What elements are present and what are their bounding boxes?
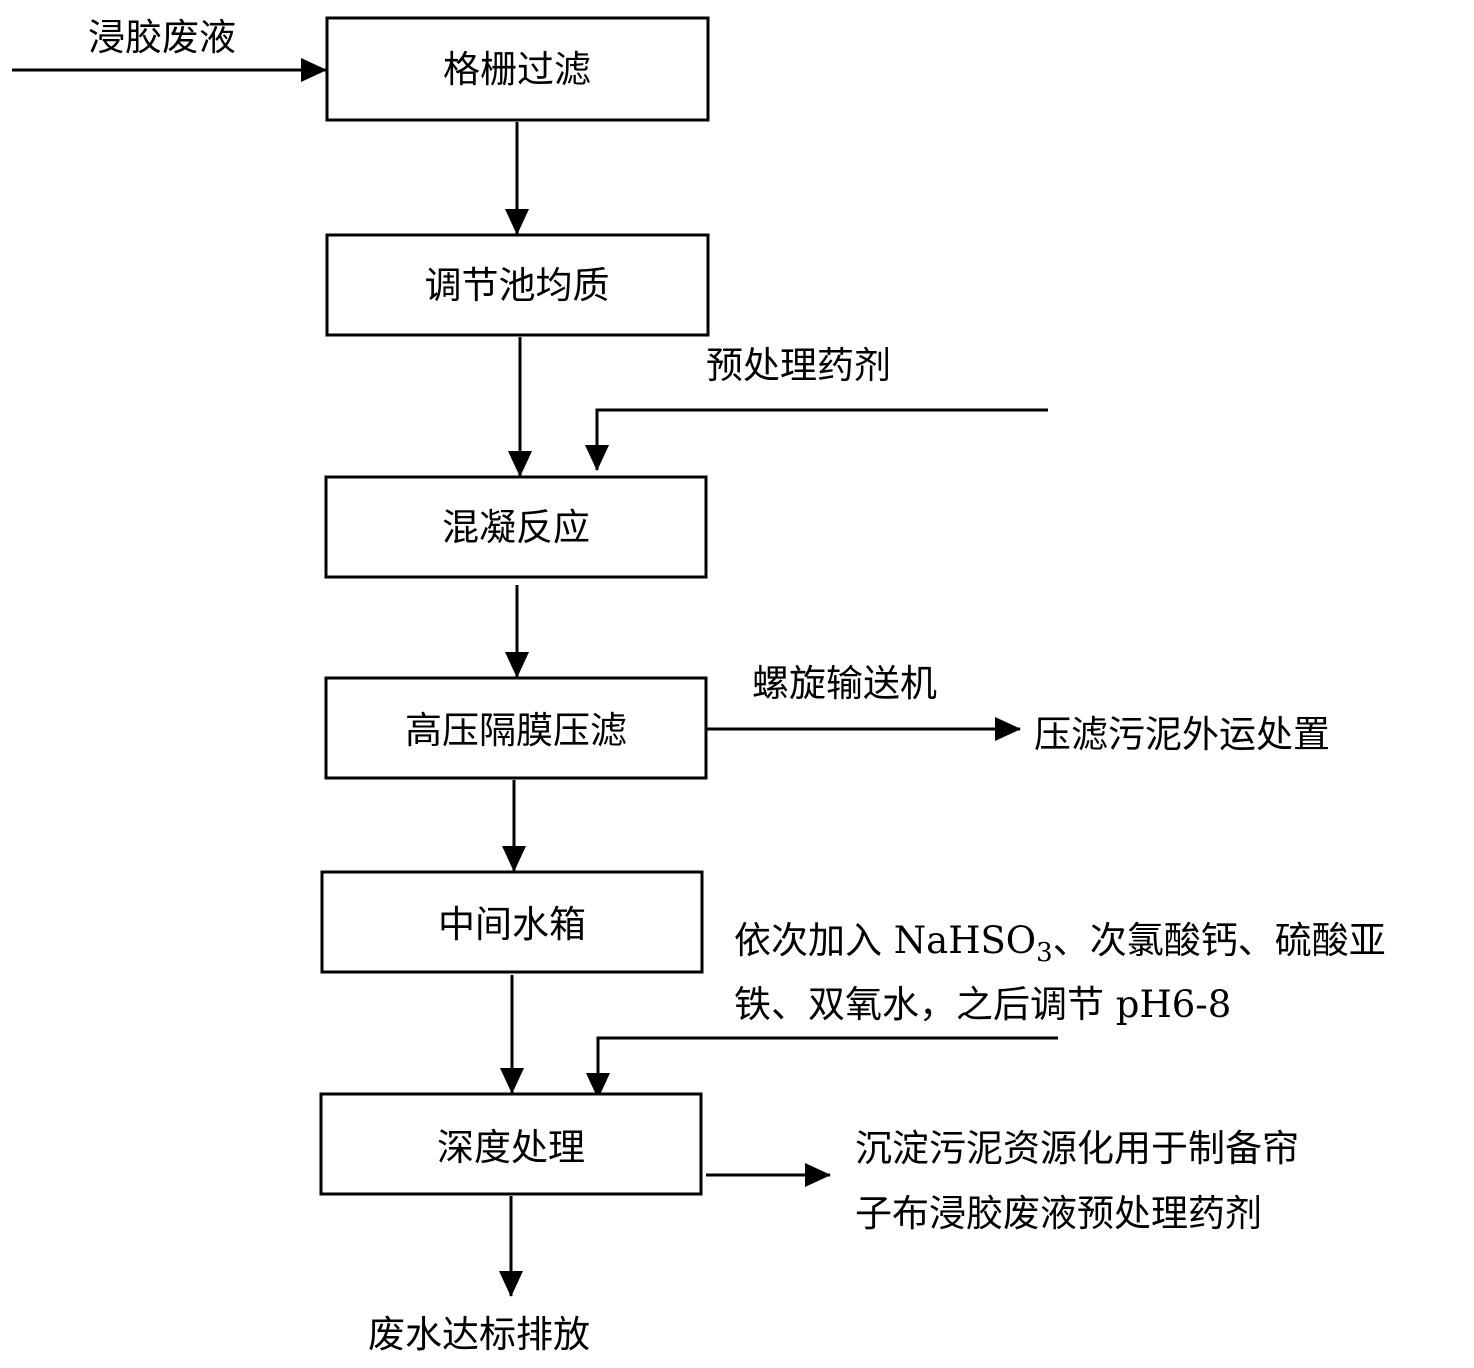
step-box-equalization-tank: 调节池均质 xyxy=(325,233,710,337)
advanced-reagents-line2: 铁、双氧水，之后调节 pH6-8 xyxy=(734,983,1231,1026)
sludge-reuse-line1: 沉淀污泥资源化用于制备帘 xyxy=(855,1127,1299,1170)
step-label: 混凝反应 xyxy=(442,506,590,549)
conveyor-label: 螺旋输送机 xyxy=(752,662,937,705)
discharge-label: 废水达标排放 xyxy=(368,1313,590,1356)
reagents-prefix: 依次加入 NaHSO xyxy=(734,919,1036,962)
advanced-reagents-line1: 依次加入 NaHSO3、次氯酸钙、硫酸亚 xyxy=(734,919,1386,968)
step-label: 中间水箱 xyxy=(438,903,586,946)
step-box-membrane-filter-press: 高压隔膜压滤 xyxy=(324,676,708,780)
advanced-reagents-arrow xyxy=(586,1036,1058,1099)
pretreatment-agent-label: 预处理药剂 xyxy=(706,344,891,387)
step-box-grille-filtration: 格栅过滤 xyxy=(325,16,710,122)
sludge-reuse-line2: 子布浸胶废液预处理药剂 xyxy=(855,1192,1262,1235)
step-label: 高压隔膜压滤 xyxy=(405,709,627,752)
step-label: 深度处理 xyxy=(437,1126,585,1169)
sludge-out-label: 压滤污泥外运处置 xyxy=(1034,713,1330,756)
step-box-advanced-treatment: 深度处理 xyxy=(319,1092,703,1196)
step-box-coagulation: 混凝反应 xyxy=(324,475,708,579)
step-label: 格栅过滤 xyxy=(443,48,591,91)
step-box-intermediate-tank: 中间水箱 xyxy=(320,870,704,974)
input-label: 浸胶废液 xyxy=(88,16,236,59)
reagents-subscript: 3 xyxy=(1036,938,1053,968)
reagents-suffix: 、次氯酸钙、硫酸亚 xyxy=(1053,919,1386,962)
pretreatment-agent-arrow xyxy=(585,408,1048,471)
step-label: 调节池均质 xyxy=(425,264,610,307)
